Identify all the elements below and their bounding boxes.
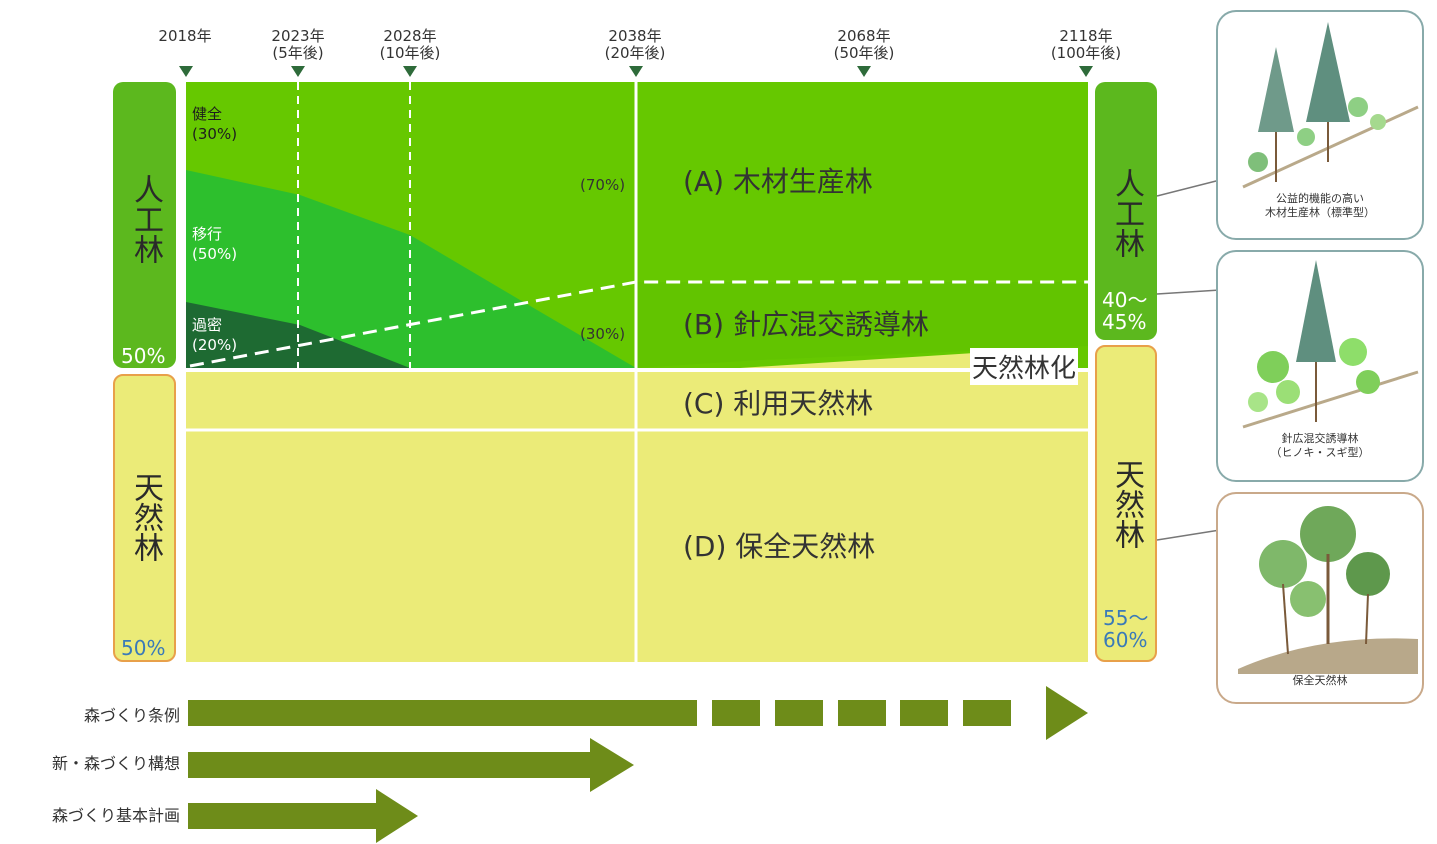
zone-d-title: (D) 保全天然林 <box>683 530 876 563</box>
arrow-ordinance-solid <box>188 700 697 726</box>
year-2038: 2038年 (20年後) <box>604 27 666 62</box>
left-artificial-label: 人工林 <box>125 174 165 272</box>
card-mixed-caption-1: 針広混交誘導林 <box>1281 432 1359 445</box>
b-zone <box>636 282 1088 368</box>
card-timber-forest: 公益的機能の高い 木材生産林（標準型） <box>1216 10 1424 240</box>
year-2118: 2118年 (100年後) <box>1050 27 1122 62</box>
arrow-basic-plan <box>188 789 418 843</box>
right-natural-box: 天然林 55〜60% <box>1095 345 1157 662</box>
mixed-forest-illustration <box>1242 260 1419 429</box>
state-healthy-pct: (30%) <box>192 125 238 143</box>
state-overdense-pct: (20%) <box>192 336 238 354</box>
right-natural-label: 天然林 <box>1106 459 1146 557</box>
card-mixed-caption-2: （ヒノキ・スギ型） <box>1270 446 1370 459</box>
state-transition: 移行 (50%) <box>192 224 237 264</box>
marker-2018 <box>179 66 193 77</box>
policy-concept-label: 新・森づくり構想 <box>51 754 180 773</box>
right-artificial-text: 人工林 <box>1109 168 1144 258</box>
state-overdense-name: 過密 <box>192 316 223 334</box>
mid-label-30: (30%) <box>580 325 626 343</box>
right-artificial-label: 人工林 <box>1106 168 1146 266</box>
connector-1 <box>1156 179 1221 197</box>
marker-2028 <box>403 66 417 77</box>
conifer-illustration <box>1242 22 1419 189</box>
right-artificial-box: 人工林 40〜45% <box>1095 82 1157 340</box>
naturalization-label: 天然林化 <box>970 348 1079 385</box>
arrow-ordinance-dash-2 <box>775 700 823 726</box>
state-healthy: 健全 (30%) <box>192 104 237 144</box>
ab-boundary <box>189 280 1088 368</box>
card-timber-caption-2: 木材生産林（標準型） <box>1265 206 1375 219</box>
marker-2068 <box>857 66 871 77</box>
arrow-ordinance-head <box>1046 686 1088 740</box>
connector-2 <box>1156 289 1221 295</box>
broadleaf-illustration <box>1238 506 1418 674</box>
state-healthy-name: 健全 <box>192 105 223 123</box>
zone-b-title: (B) 針広混交誘導林 <box>683 308 929 341</box>
policy-ordinance-label: 森づくり条例 <box>83 706 180 725</box>
left-natural-label: 天然林 <box>125 472 165 570</box>
left-natural-text: 天然林 <box>128 472 163 562</box>
state-transition-pct: (50%) <box>192 245 238 263</box>
state-overdense: 過密 (20%) <box>192 315 237 355</box>
card-timber-caption-1: 公益的機能の高い <box>1276 192 1364 205</box>
naturalization-wedge <box>740 352 990 368</box>
arrow-concept <box>188 738 634 792</box>
left-natural-pct: 50% <box>121 636 166 660</box>
card-protected-forest: 保全天然林 <box>1216 492 1424 704</box>
marker-2023 <box>291 66 305 77</box>
arrow-ordinance-dash-5 <box>963 700 1011 726</box>
zone-c-title: (C) 利用天然林 <box>683 387 874 420</box>
marker-2118 <box>1079 66 1093 77</box>
year-2023: 2023年 (5年後) <box>271 27 325 62</box>
marker-2038 <box>629 66 643 77</box>
zone-a-title: (A) 木材生産林 <box>683 165 873 198</box>
connector-3 <box>1156 529 1221 541</box>
year-2018: 2018年 <box>158 27 212 45</box>
year-2028: 2028年 (10年後) <box>379 27 441 62</box>
mid-label-70: (70%) <box>580 176 626 194</box>
year-2068: 2068年 (50年後) <box>833 27 895 62</box>
card-protected-caption-1: 保全天然林 <box>1292 674 1348 687</box>
arrow-ordinance-dash-1 <box>712 700 760 726</box>
right-artificial-pct: 40〜45% <box>1102 288 1148 334</box>
left-artificial-box: 人工林 50% <box>113 82 176 368</box>
left-artificial-text: 人工林 <box>128 174 163 264</box>
left-artificial-pct: 50% <box>121 344 166 368</box>
arrow-ordinance-dash-3 <box>838 700 886 726</box>
state-transition-name: 移行 <box>192 225 223 243</box>
right-natural-pct: 55〜60% <box>1103 606 1149 652</box>
arrow-ordinance-dash-4 <box>900 700 948 726</box>
card-mixed-forest: 針広混交誘導林 （ヒノキ・スギ型） <box>1216 250 1424 482</box>
policy-basic-plan-label: 森づくり基本計画 <box>51 806 180 825</box>
left-natural-box: 天然林 50% <box>113 374 176 662</box>
right-natural-text: 天然林 <box>1109 459 1144 549</box>
